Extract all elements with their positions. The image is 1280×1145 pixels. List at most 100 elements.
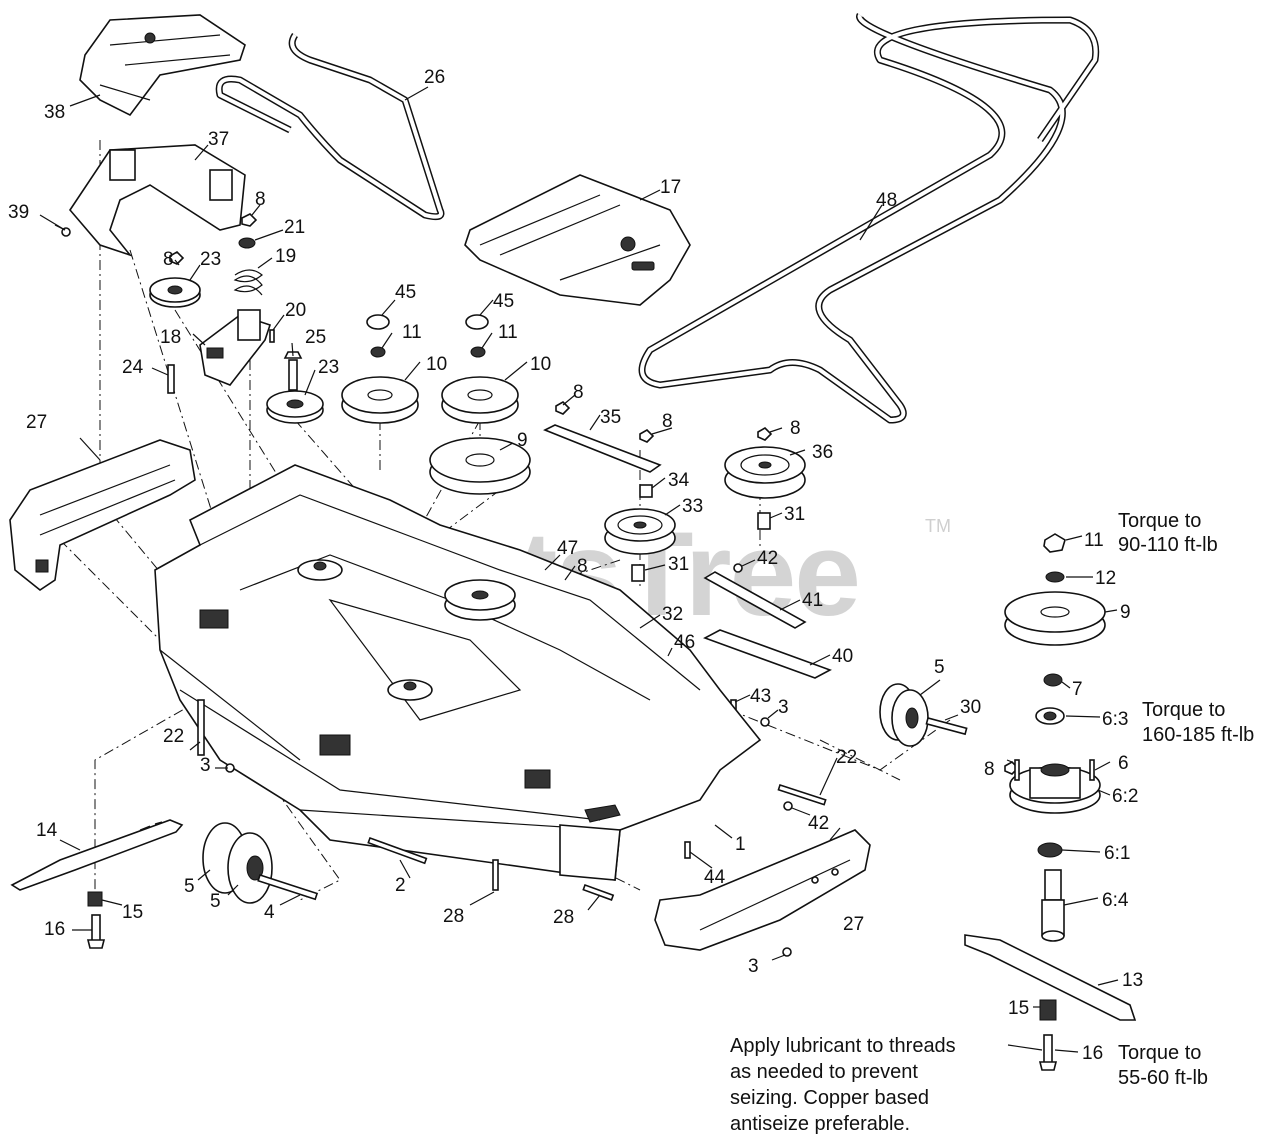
bumper-27-left [9, 439, 196, 591]
callout-6-4: 6:4 [1102, 890, 1129, 911]
deck-spindle-center [387, 679, 433, 701]
watermark-tm: TM [925, 516, 951, 536]
lubricant-note-line-2: as needed to prevent [730, 1061, 918, 1083]
callout-1: 1 [735, 834, 746, 855]
lubricant-note: Apply lubricant to threads as needed to … [730, 1035, 956, 1135]
bearing-7 [1043, 673, 1063, 687]
callout-8-c: 8 [573, 382, 584, 403]
callout-10-a: 10 [426, 354, 447, 375]
bracket-41 [703, 571, 807, 629]
nut-11-b [470, 346, 486, 358]
callout-42-b: 42 [808, 813, 829, 834]
lubricant-note-line-4: antiseize preferable. [730, 1113, 910, 1135]
callout-28-b: 28 [553, 907, 574, 928]
callout-42-a: 42 [757, 548, 778, 569]
bolt-44 [684, 841, 691, 859]
callout-21: 21 [284, 217, 305, 238]
callout-18: 18 [160, 327, 181, 348]
callout-17: 17 [660, 177, 681, 198]
nut-8-e [757, 427, 773, 441]
callout-28-a: 28 [443, 906, 464, 927]
bolt-28-b [582, 883, 615, 901]
cap-45-b [465, 314, 489, 330]
callout-5-b: 5 [210, 891, 221, 912]
nut-8-a [241, 213, 258, 227]
warning-decal-b [319, 734, 351, 756]
bolt-16-left [86, 914, 106, 949]
callout-6-1: 6:1 [1104, 843, 1130, 864]
callout-35: 35 [600, 407, 621, 428]
callout-3-b: 3 [200, 755, 211, 776]
callout-24: 24 [122, 357, 144, 378]
pulley-10-a [341, 376, 419, 424]
nut-11-a [370, 346, 386, 358]
bolt-24 [167, 364, 175, 394]
callout-4: 4 [264, 902, 275, 923]
callout-6-3: 6:3 [1102, 709, 1128, 730]
callout-31-b: 31 [784, 504, 805, 525]
torque-note-16-line-1: Torque to [1118, 1042, 1201, 1064]
idler-pulley-33 [604, 508, 676, 555]
callout-9-b: 9 [1120, 602, 1131, 623]
torque-note-6-3-line-2: 160-185 ft-lb [1142, 724, 1254, 746]
leader-lines [39, 86, 1119, 1053]
bracket-35 [543, 424, 662, 473]
bolt-2 [367, 836, 428, 865]
callout-22-b: 22 [836, 747, 857, 768]
lubricant-note-line-3: seizing. Copper based [730, 1087, 929, 1109]
spindle-housing-6 [1009, 759, 1101, 814]
idler-pulley-23-a [149, 277, 201, 308]
torque-note-6-3-line-1: Torque to [1142, 699, 1225, 721]
callout-8-a: 8 [255, 189, 266, 210]
belt-48 [638, 13, 1100, 424]
callout-22-a: 22 [163, 726, 184, 747]
callout-8-f: 8 [577, 556, 588, 577]
nut-8-b [169, 251, 185, 265]
callout-16-a: 16 [44, 919, 65, 940]
callout-44: 44 [704, 867, 726, 888]
callout-5-a: 5 [184, 876, 195, 897]
spindle-nut-6-3 [1035, 707, 1065, 725]
callout-7: 7 [1072, 679, 1083, 700]
bolt-16-right [1038, 1034, 1058, 1071]
callout-23-b: 23 [318, 357, 339, 378]
callout-46: 46 [674, 632, 695, 653]
baffle-40 [703, 629, 832, 679]
brand-decal [584, 804, 621, 823]
callout-8-e: 8 [790, 418, 801, 439]
belt-cover-17 [464, 174, 691, 306]
washer-12 [1045, 571, 1065, 583]
pulley-9-a [429, 437, 531, 495]
callout-14: 14 [36, 820, 58, 841]
callout-27-b: 27 [843, 914, 864, 935]
warning-decal-c [524, 769, 551, 789]
callout-41: 41 [802, 590, 823, 611]
callout-45-b: 45 [493, 291, 514, 312]
torque-note-11-line-1: Torque to [1118, 510, 1201, 532]
axle-30 [925, 717, 968, 736]
cap-45-a [366, 314, 390, 330]
pulley-9-b [1004, 591, 1106, 646]
callout-38: 38 [44, 102, 65, 123]
gauge-wheel-5-right [879, 683, 929, 747]
bracket-37 [68, 144, 246, 257]
callout-11-a: 11 [402, 322, 422, 343]
callout-48: 48 [876, 190, 897, 211]
blade-13 [964, 934, 1137, 1021]
deck-spindle-left [297, 559, 343, 581]
belt-cover-38 [79, 14, 246, 117]
torque-note-11-line-2: 90-110 ft-lb [1118, 534, 1218, 556]
callout-3-c: 3 [748, 956, 759, 977]
axle-4 [257, 873, 319, 901]
belt-26 [215, 33, 445, 221]
callout-39: 39 [8, 202, 29, 223]
callout-33: 33 [682, 496, 703, 517]
spindle-shaft-6-4 [1041, 869, 1065, 942]
torque-note-6-3: Torque to 160-185 ft-lb [1142, 699, 1254, 746]
callout-20: 20 [285, 300, 306, 321]
blade-14 [10, 819, 184, 891]
spacer-31-b [757, 512, 771, 530]
callout-8-g: 8 [984, 759, 995, 780]
callout-31-a: 31 [668, 554, 689, 575]
callout-25: 25 [305, 327, 326, 348]
